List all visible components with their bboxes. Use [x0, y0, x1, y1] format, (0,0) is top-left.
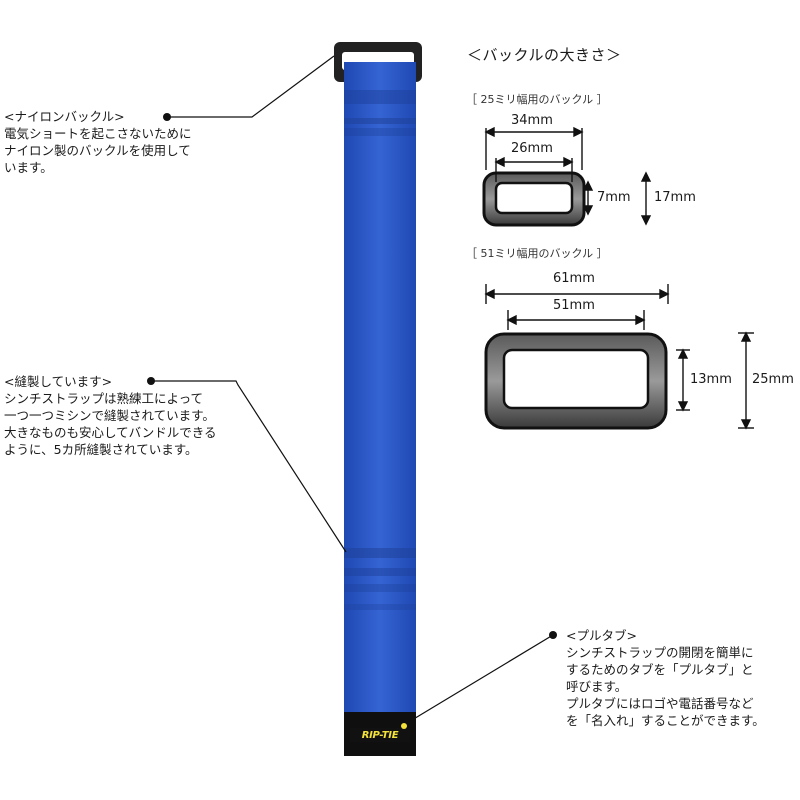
large-outer-width: 61mm [553, 271, 595, 286]
callout-line: います。 [4, 160, 53, 175]
callout-line: 一つ一つミシンで縫製されています。 [4, 408, 215, 423]
small-outer-width: 34mm [511, 113, 553, 128]
callout-line: ように、5カ所縫製されています。 [4, 442, 198, 457]
callout-line: 大きなものも安心してバンドルできる [4, 425, 217, 440]
callout-title: <縫製しています> [4, 374, 113, 389]
small-buckle-label: ［ 25ミリ幅用のバックル ］ [466, 93, 608, 106]
small-buckle-diagram [482, 171, 586, 227]
callout-nylon-buckle: <ナイロンバックル> 電気ショートを起こさないために ナイロン製のバックルを使用… [4, 108, 234, 176]
callout-sewn: <縫製しています> シンチストラップは熟練工によって 一つ一つミシンで縫製されて… [4, 373, 264, 458]
small-inner-height: 7mm [597, 190, 631, 205]
small-outer-height: 17mm [654, 190, 696, 205]
callout-line: シンチストラップは熟練工によって [4, 391, 204, 406]
large-buckle-dimensions [484, 284, 754, 430]
callout-line: するためのタブを「プルタブ」と [566, 662, 754, 677]
callout-pull-tab: <プルタブ> シンチストラップの開閉を簡単に するためのタブを「プルタブ」と 呼… [566, 627, 798, 729]
callout-line: 呼びます。 [566, 679, 628, 694]
callout-title: <プルタブ> [566, 628, 637, 643]
large-outer-height: 25mm [752, 372, 794, 387]
large-inner-height: 13mm [690, 372, 732, 387]
callout-line: ナイロン製のバックルを使用して [4, 143, 191, 158]
tab-dot-icon [401, 723, 407, 729]
nylon-buckle-dot-icon [163, 113, 171, 121]
small-inner-width: 26mm [511, 141, 553, 156]
rip-tie-logo: RIP-TIE [350, 728, 410, 742]
pull-tab [344, 712, 416, 756]
small-buckle-dimensions [484, 126, 652, 226]
callout-line: 電気ショートを起こさないために [4, 126, 192, 141]
callout-line: を「名入れ」することができます。 [566, 713, 765, 728]
callout-leaders [152, 55, 554, 721]
large-inner-width: 51mm [553, 298, 595, 313]
callout-title: <ナイロンバックル> [4, 109, 125, 124]
cinch-strap [344, 62, 416, 730]
pull-tab-dot-icon [549, 631, 557, 639]
logo-text: RIP-TIE [361, 729, 399, 741]
sewn-dot-icon [147, 377, 155, 385]
callout-line: シンチストラップの開閉を簡単に [566, 645, 754, 660]
callout-line: プルタブにはロゴや電話番号など [566, 696, 754, 711]
large-buckle-label: ［ 51ミリ幅用のバックル ］ [466, 247, 608, 260]
buckle-size-title: ＜バックルの大きさ＞ [467, 46, 622, 64]
large-buckle-diagram [484, 332, 668, 430]
